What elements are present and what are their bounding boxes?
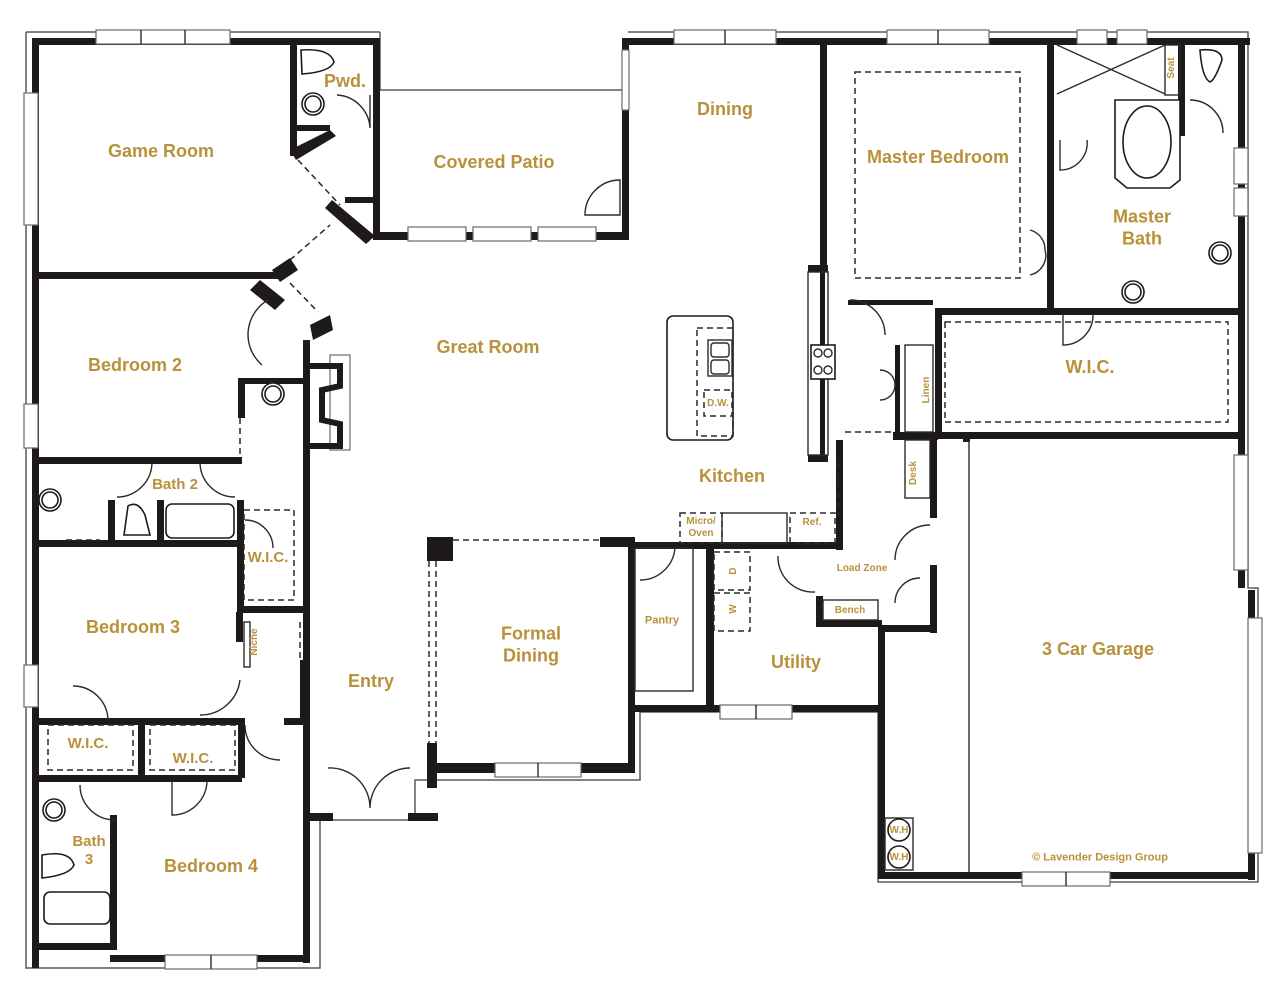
- label-utility: Utility: [770, 652, 822, 673]
- fixtures: [38, 44, 1232, 925]
- label-bedroom-3: Bedroom 3: [85, 617, 181, 638]
- label-entry: Entry: [347, 671, 395, 692]
- label-covered-patio: Covered Patio: [433, 152, 555, 173]
- label-three-car-garage: 3 Car Garage: [1041, 639, 1155, 660]
- copyright-notice: © Lavender Design Group: [1032, 851, 1168, 864]
- label-bath-3: Bath 3: [72, 833, 106, 868]
- label-linen: Linen: [921, 376, 932, 404]
- label-master-bath: Master Bath: [1112, 206, 1172, 248]
- label-niche: Niche: [249, 628, 260, 656]
- label-water-heater-2: W.H: [889, 852, 909, 863]
- label-wic-bedroom-3: W.I.C.: [67, 735, 109, 752]
- label-great-room: Great Room: [436, 337, 540, 358]
- label-bench: Bench: [834, 605, 866, 616]
- label-master-bedroom: Master Bedroom: [866, 147, 1010, 168]
- label-dining: Dining: [697, 99, 753, 120]
- label-bedroom-2: Bedroom 2: [87, 355, 183, 376]
- label-micro-oven: Micro/ Oven: [686, 516, 716, 539]
- label-refrigerator: Ref.: [802, 517, 822, 528]
- label-wic-bedroom-2: W.I.C.: [247, 549, 289, 566]
- label-bath-2: Bath 2: [152, 476, 198, 493]
- walls: [32, 38, 1255, 968]
- angled-walls: [250, 130, 375, 340]
- label-dishwasher: D.W.: [707, 398, 729, 409]
- label-kitchen: Kitchen: [698, 466, 766, 487]
- label-pantry: Pantry: [644, 614, 680, 627]
- label-desk: Desk: [908, 461, 919, 485]
- label-bedroom-4: Bedroom 4: [163, 856, 259, 877]
- label-seat: Seat: [1166, 57, 1177, 79]
- dashed-features: [47, 71, 1229, 771]
- fireplace: [310, 363, 343, 449]
- label-wic-bedroom-4: W.I.C.: [172, 750, 214, 767]
- label-washer: W: [728, 604, 739, 614]
- label-game-room: Game Room: [107, 141, 215, 162]
- label-master-wic: W.I.C.: [1065, 357, 1115, 378]
- label-water-heater-1: W.H: [889, 825, 909, 836]
- label-formal-dining: Formal Dining: [500, 623, 562, 665]
- exterior-outline: [25, 31, 1259, 969]
- label-dryer: D: [728, 567, 739, 575]
- doors: [72, 94, 1224, 821]
- label-powder-room: Pwd.: [323, 71, 367, 92]
- label-load-zone: Load Zone: [836, 563, 888, 574]
- windows: [23, 29, 1263, 970]
